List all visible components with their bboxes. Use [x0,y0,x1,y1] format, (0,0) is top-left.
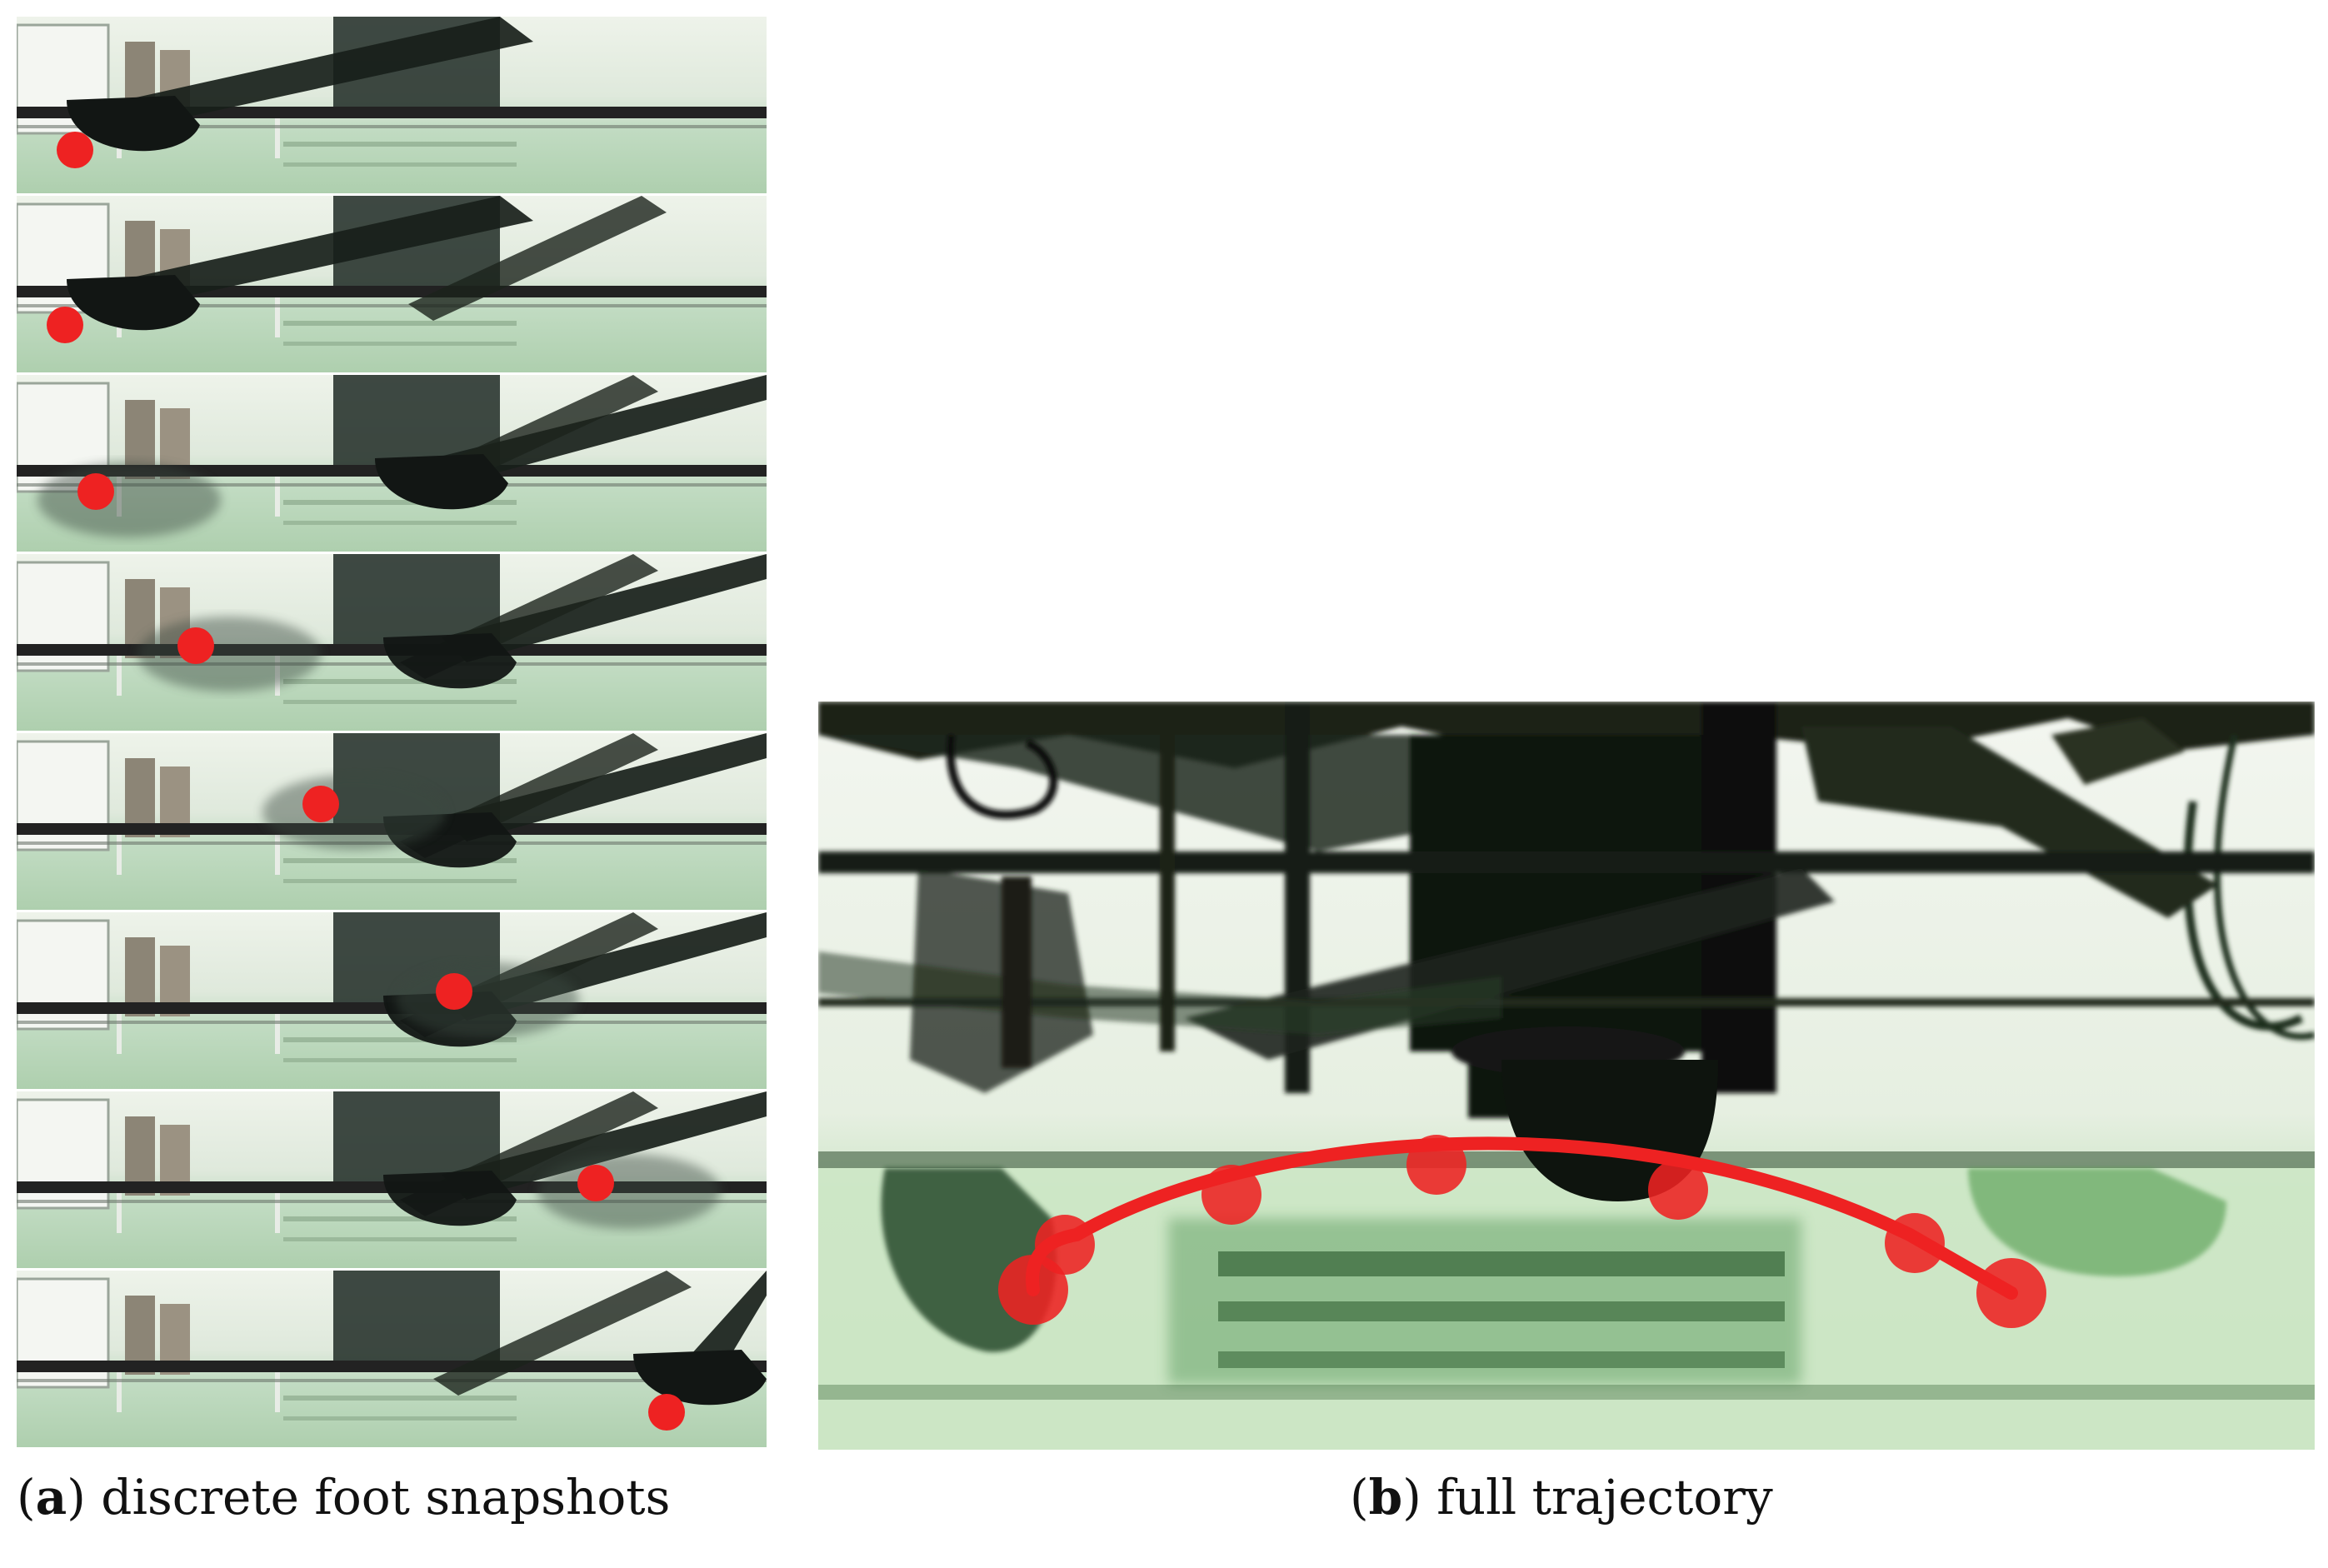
red-marker-icon [648,1394,685,1431]
snapshot-frame [17,733,767,910]
red-marker-icon [177,627,214,664]
trajectory-waypoint [1885,1213,1945,1273]
trajectory-waypoint [1201,1165,1261,1225]
caption-b: (b) full trajectory [1350,1469,1773,1526]
red-marker-icon [77,473,114,510]
trajectory-waypoint [998,1255,1068,1325]
robot-foot-icon [375,454,508,510]
robot-foot-icon [67,96,200,152]
red-marker-icon [577,1165,614,1201]
robot-foot-icon [383,633,517,689]
snapshot-frame [17,17,767,193]
foot-trajectory [998,1135,2046,1328]
trajectory-waypoint [1976,1258,2046,1328]
caption-b-text: full trajectory [1421,1469,1773,1526]
panel-a-snapshots [17,17,767,1447]
robot-foot-icon [67,275,200,331]
snapshot-frame [17,1091,767,1268]
snapshot-frame [17,912,767,1089]
snapshot-frame [17,554,767,731]
red-marker-icon [47,307,83,343]
red-marker-icon [436,973,472,1010]
snapshot-frame [17,1271,767,1447]
caption-a-text: discrete foot snapshots [85,1469,671,1526]
snapshot-frame [17,375,767,552]
trajectory-waypoint [1035,1215,1095,1275]
robot-foot-icon [383,1171,517,1226]
caption-b-label: b [1368,1469,1403,1526]
machinery-silhouette [818,702,2315,1118]
trajectory-waypoint [1648,1160,1708,1220]
snapshot-frame [17,196,767,372]
panel-b-trajectory [818,702,2315,1450]
caption-a: (a) discrete foot snapshots [17,1469,671,1526]
red-marker-icon [302,786,339,822]
robot-foot-icon [633,1350,767,1406]
red-marker-icon [57,132,93,168]
caption-a-label: a [35,1469,67,1526]
trajectory-waypoint [1406,1135,1466,1195]
